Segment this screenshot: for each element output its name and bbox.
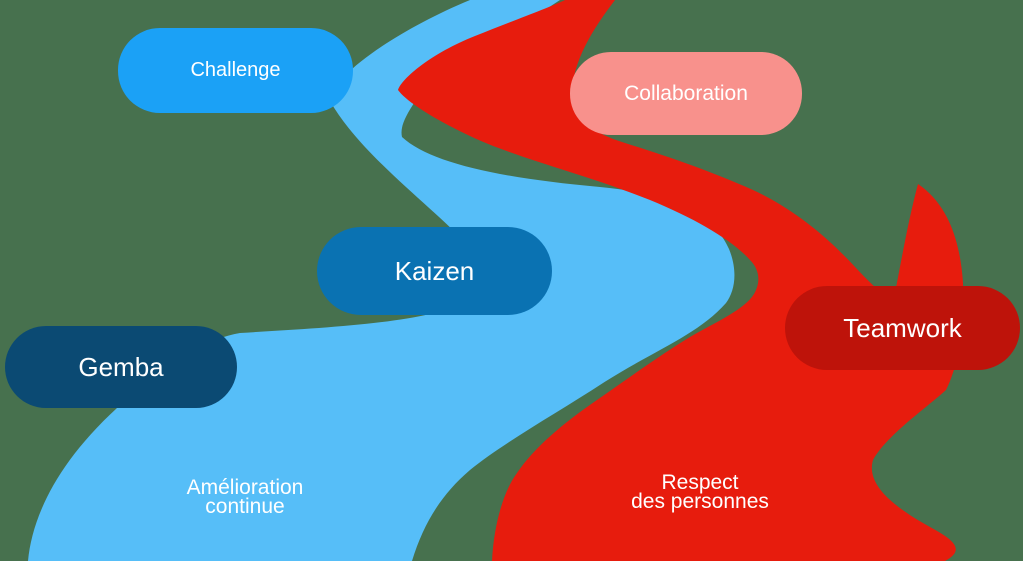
label-collaboration: Collaboration [570, 52, 802, 135]
label-gemba: Gemba [5, 326, 237, 408]
red-river-caption: Respect des personnes [580, 471, 820, 513]
label-teamwork: Teamwork [785, 286, 1020, 370]
red-river-caption-line1: Respect [661, 471, 739, 494]
label-kaizen: Kaizen [317, 227, 552, 315]
label-kaizen-text: Kaizen [394, 255, 475, 286]
label-collaboration-text: Collaboration [624, 81, 748, 105]
red-river-shape [398, 0, 964, 561]
label-teamwork-text: Teamwork [843, 312, 962, 343]
blue-river-caption-line1: Amélioration [186, 476, 304, 499]
blue-river-caption: Amélioration continue [125, 476, 365, 518]
red-river-caption-line2: des personnes [631, 490, 769, 513]
blue-river-caption-line2: continue [205, 495, 285, 518]
blue-river-shape [28, 0, 735, 561]
label-gemba-text: Gemba [78, 351, 164, 382]
label-challenge: Challenge [118, 28, 353, 113]
label-challenge-text: Challenge [190, 59, 281, 81]
